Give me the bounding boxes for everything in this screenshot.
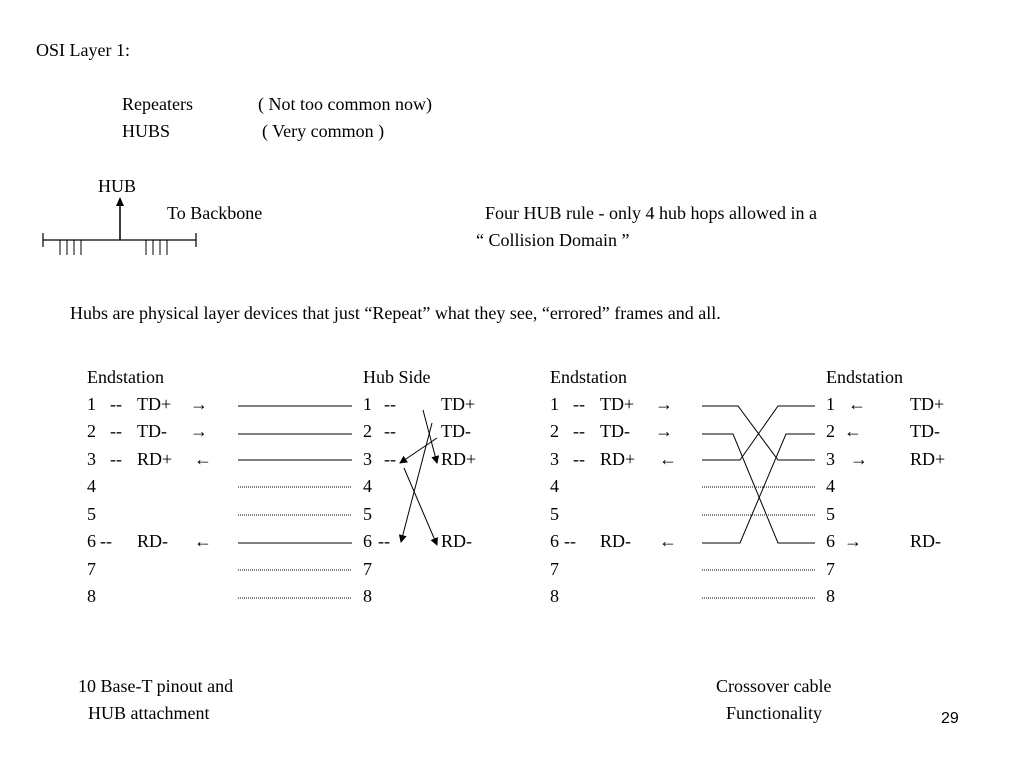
pin-number: 7 [363, 559, 372, 579]
pin-separator: -- [384, 449, 396, 469]
pin-number: 2 [550, 421, 559, 441]
arrow-right-icon: → [844, 531, 862, 551]
pin-signal: TD+ [441, 394, 476, 414]
pin-number: 1 [826, 394, 835, 414]
arrow-left-icon: ← [194, 531, 212, 551]
arrow-right-icon: → [190, 394, 208, 414]
pin-number: 5 [826, 504, 835, 524]
pin-signal: TD+ [600, 394, 635, 414]
right-diagram-left-header: Endstation [550, 367, 627, 387]
pin-separator: -- [564, 531, 576, 551]
pin-number: 1 [550, 394, 559, 414]
pin-signal: TD+ [137, 394, 172, 414]
pin-number: 8 [826, 586, 835, 606]
pin-signal: RD+ [441, 449, 477, 469]
pin-signal: TD- [137, 421, 167, 441]
pin-number: 8 [550, 586, 559, 606]
pin-number: 4 [550, 476, 559, 496]
arrow-right-icon: → [655, 421, 673, 441]
arrow-right-icon: → [655, 394, 673, 414]
rule-line2: “ Collision Domain ” [476, 230, 630, 250]
pin-number: 7 [826, 559, 835, 579]
pin-signal: RD+ [910, 449, 946, 469]
pin-separator: -- [573, 449, 585, 469]
pin-signal: TD- [910, 421, 940, 441]
arrow-left-icon: ← [659, 531, 677, 551]
pin-signal: RD+ [137, 449, 173, 469]
pin-signal: RD- [910, 531, 941, 551]
pin-separator: -- [384, 394, 396, 414]
pin-signal: RD- [137, 531, 168, 551]
arrow-left-icon: ← [194, 449, 212, 469]
pin-separator: -- [110, 449, 122, 469]
pin-number: 7 [550, 559, 559, 579]
pin-number: 8 [87, 586, 96, 606]
pin-number: 7 [87, 559, 96, 579]
pin-number: 4 [363, 476, 372, 496]
pin-signal: RD- [600, 531, 631, 551]
right-caption-line2: Functionality [726, 703, 822, 723]
pin-number: 3 [826, 449, 835, 469]
pin-number: 2 [87, 421, 96, 441]
pin-number: 4 [87, 476, 96, 496]
hub-side-header: Hub Side [363, 367, 431, 387]
right-caption-line1: Crossover cable [716, 676, 832, 696]
left-caption-line1: 10 Base-T pinout and [78, 676, 234, 696]
pin-separator: -- [573, 421, 585, 441]
pin-number: 3 [87, 449, 96, 469]
left-caption-line2: HUB attachment [88, 703, 210, 723]
pin-number: 5 [550, 504, 559, 524]
arrow-left-icon: ← [848, 394, 866, 414]
pin-separator: -- [110, 394, 122, 414]
arrow-left-icon: ← [659, 449, 677, 469]
backbone-label: To Backbone [167, 203, 263, 223]
page-number: 29 [941, 710, 959, 727]
pin-number: 3 [550, 449, 559, 469]
pin-number: 1 [87, 394, 96, 414]
device-repeaters-note: ( Not too common now) [258, 94, 432, 114]
pin-separator: -- [110, 421, 122, 441]
pin-separator: -- [100, 531, 112, 551]
device-hubs-note: ( Very common ) [262, 121, 385, 141]
rule-line1: Four HUB rule - only 4 hub hops allowed … [485, 203, 817, 223]
device-hubs: HUBS [122, 121, 171, 141]
arrow-right-icon: → [850, 449, 868, 469]
hub-label: HUB [98, 176, 137, 196]
pin-separator: -- [378, 531, 390, 551]
pin-number: 5 [363, 504, 372, 524]
pin-number: 5 [87, 504, 96, 524]
left-endstation-header: Endstation [87, 367, 164, 387]
pin-number: 3 [363, 449, 372, 469]
pin-number: 4 [826, 476, 835, 496]
hub-description: Hubs are physical layer devices that jus… [70, 303, 721, 323]
pin-number: 8 [363, 586, 372, 606]
right-diagram-right-header: Endstation [826, 367, 903, 387]
pin-separator: -- [384, 421, 396, 441]
arrow-right-icon: → [190, 421, 208, 441]
pin-number: 2 [363, 421, 372, 441]
pin-signal: TD- [441, 421, 471, 441]
pin-signal: RD- [441, 531, 472, 551]
pin-separator: -- [573, 394, 585, 414]
pin-number: 6 [363, 531, 372, 551]
pin-number: 2 [826, 421, 835, 441]
pin-number: 1 [363, 394, 372, 414]
device-repeaters: Repeaters [122, 94, 193, 114]
pin-signal: RD+ [600, 449, 636, 469]
pin-number: 6 [550, 531, 559, 551]
pin-signal: TD- [600, 421, 630, 441]
pin-signal: TD+ [910, 394, 945, 414]
arrow-left-icon: ← [844, 421, 862, 441]
pin-number: 6 [87, 531, 96, 551]
pin-number: 6 [826, 531, 835, 551]
slide-title: OSI Layer 1: [36, 40, 130, 60]
